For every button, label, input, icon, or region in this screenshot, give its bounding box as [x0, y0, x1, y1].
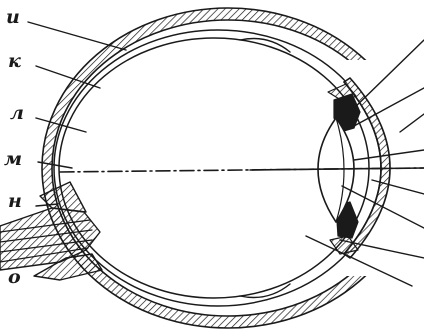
label-n: н: [8, 192, 22, 211]
label-i: и: [6, 8, 20, 27]
label-l: л: [10, 104, 24, 123]
leader-i: [28, 22, 126, 50]
label-o: о: [8, 268, 21, 287]
iris-bottom-hatch: [330, 236, 358, 254]
label-m: м: [4, 150, 22, 169]
label-k: к: [8, 52, 21, 71]
